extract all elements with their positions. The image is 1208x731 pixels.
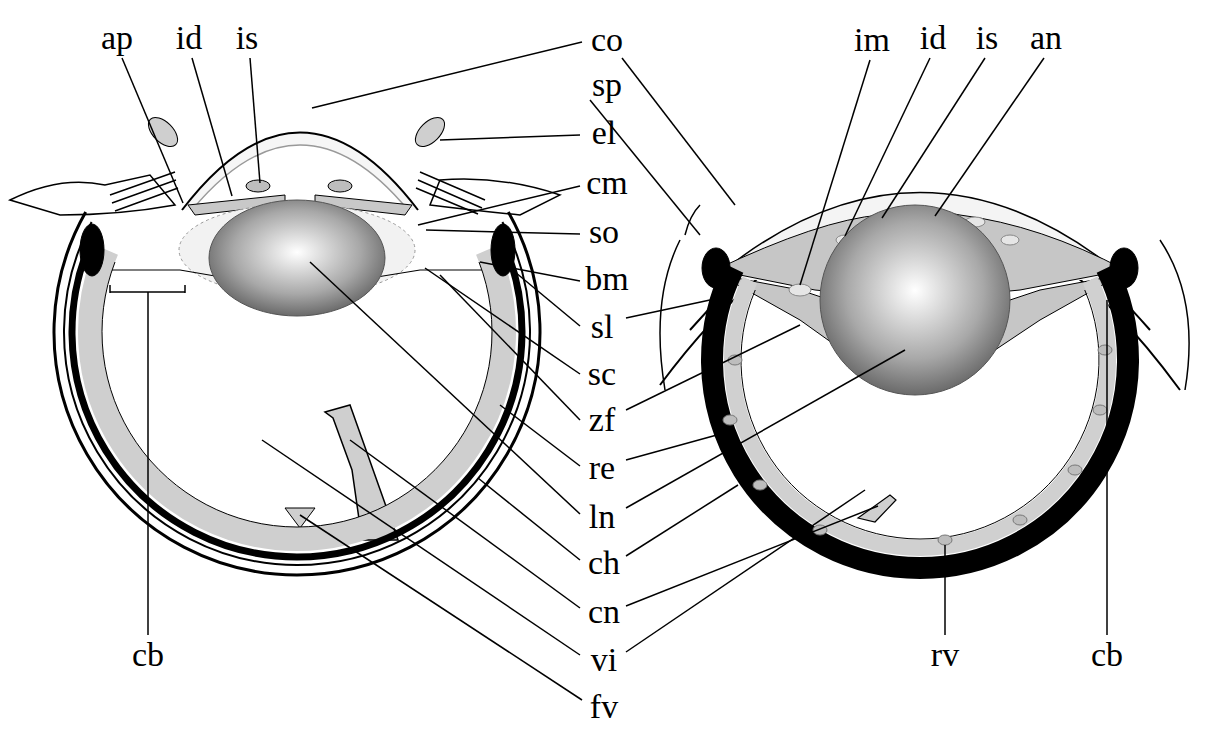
part-label: ap [99,21,135,55]
part-label: el [590,116,619,150]
leader-line [480,262,580,281]
retinal-vessel [723,415,737,425]
eye-wall [712,268,1128,568]
leader-line [515,272,580,326]
leader-line [882,58,985,218]
leader-line [944,545,946,635]
left-eye [10,112,560,540]
leader-line [626,506,878,606]
leader-line [626,485,738,556]
part-label: cn [586,595,622,629]
leader-line [440,275,580,420]
part-label: zf [587,403,617,437]
leader-line [122,58,183,203]
part-label: rv [929,638,961,672]
part-label: im [852,23,892,57]
eye-wall [64,222,530,565]
leader-line [350,440,580,608]
part-label: is [234,21,261,55]
part-label: ch [586,546,622,580]
leader-line [626,325,800,410]
eye-wall [54,212,540,575]
part-label: cb [1089,638,1125,672]
eye-wall [72,232,522,557]
leader-line [426,230,580,234]
leader-line [1106,300,1108,635]
ciliary-body [80,224,104,276]
part-label: cb [130,638,166,672]
bracket [184,285,186,293]
leader-line [626,350,905,508]
part-label: bm [583,262,630,296]
leader-line [622,58,735,205]
eye-wall [90,250,504,539]
leader-line [310,262,580,514]
retinal-vessel [753,480,767,490]
leader-line [262,440,580,655]
part-label: sp [590,68,624,102]
part-label: is [974,21,1001,55]
retinal-vessel [1098,345,1112,355]
leader-line [800,60,870,285]
part-label: cm [584,166,630,200]
retinal-vessel [1093,405,1107,415]
part-label: sc [586,357,618,391]
part-label: vi [589,643,619,677]
part-label: id [174,21,204,55]
leader-line [300,515,582,700]
part-label: ln [587,500,617,534]
retinal-vessel [1013,515,1027,525]
leader-line [626,490,865,652]
retinal-vessel [938,535,952,545]
leader-line [935,58,1044,216]
leader-line [147,292,149,635]
part-label: sl [589,310,616,344]
part-label: so [587,215,621,249]
ciliary-body [702,248,730,288]
leader-line [192,58,232,196]
bracket [109,285,111,293]
leader-line [312,42,582,108]
leader-line [418,186,580,225]
part-label: id [918,21,948,55]
leader-line [440,135,580,140]
leader-line [626,300,710,318]
retinal-vessel [1068,465,1082,475]
leader-line [250,58,260,183]
part-label: fv [588,690,620,724]
leader-line [500,405,580,466]
part-label: an [1028,21,1064,55]
leader-line [478,478,580,560]
eye-wall [732,280,1108,548]
part-label: re [587,451,617,485]
eye-wall [102,262,492,527]
ciliary-body [1110,248,1138,288]
part-label: co [589,23,625,57]
